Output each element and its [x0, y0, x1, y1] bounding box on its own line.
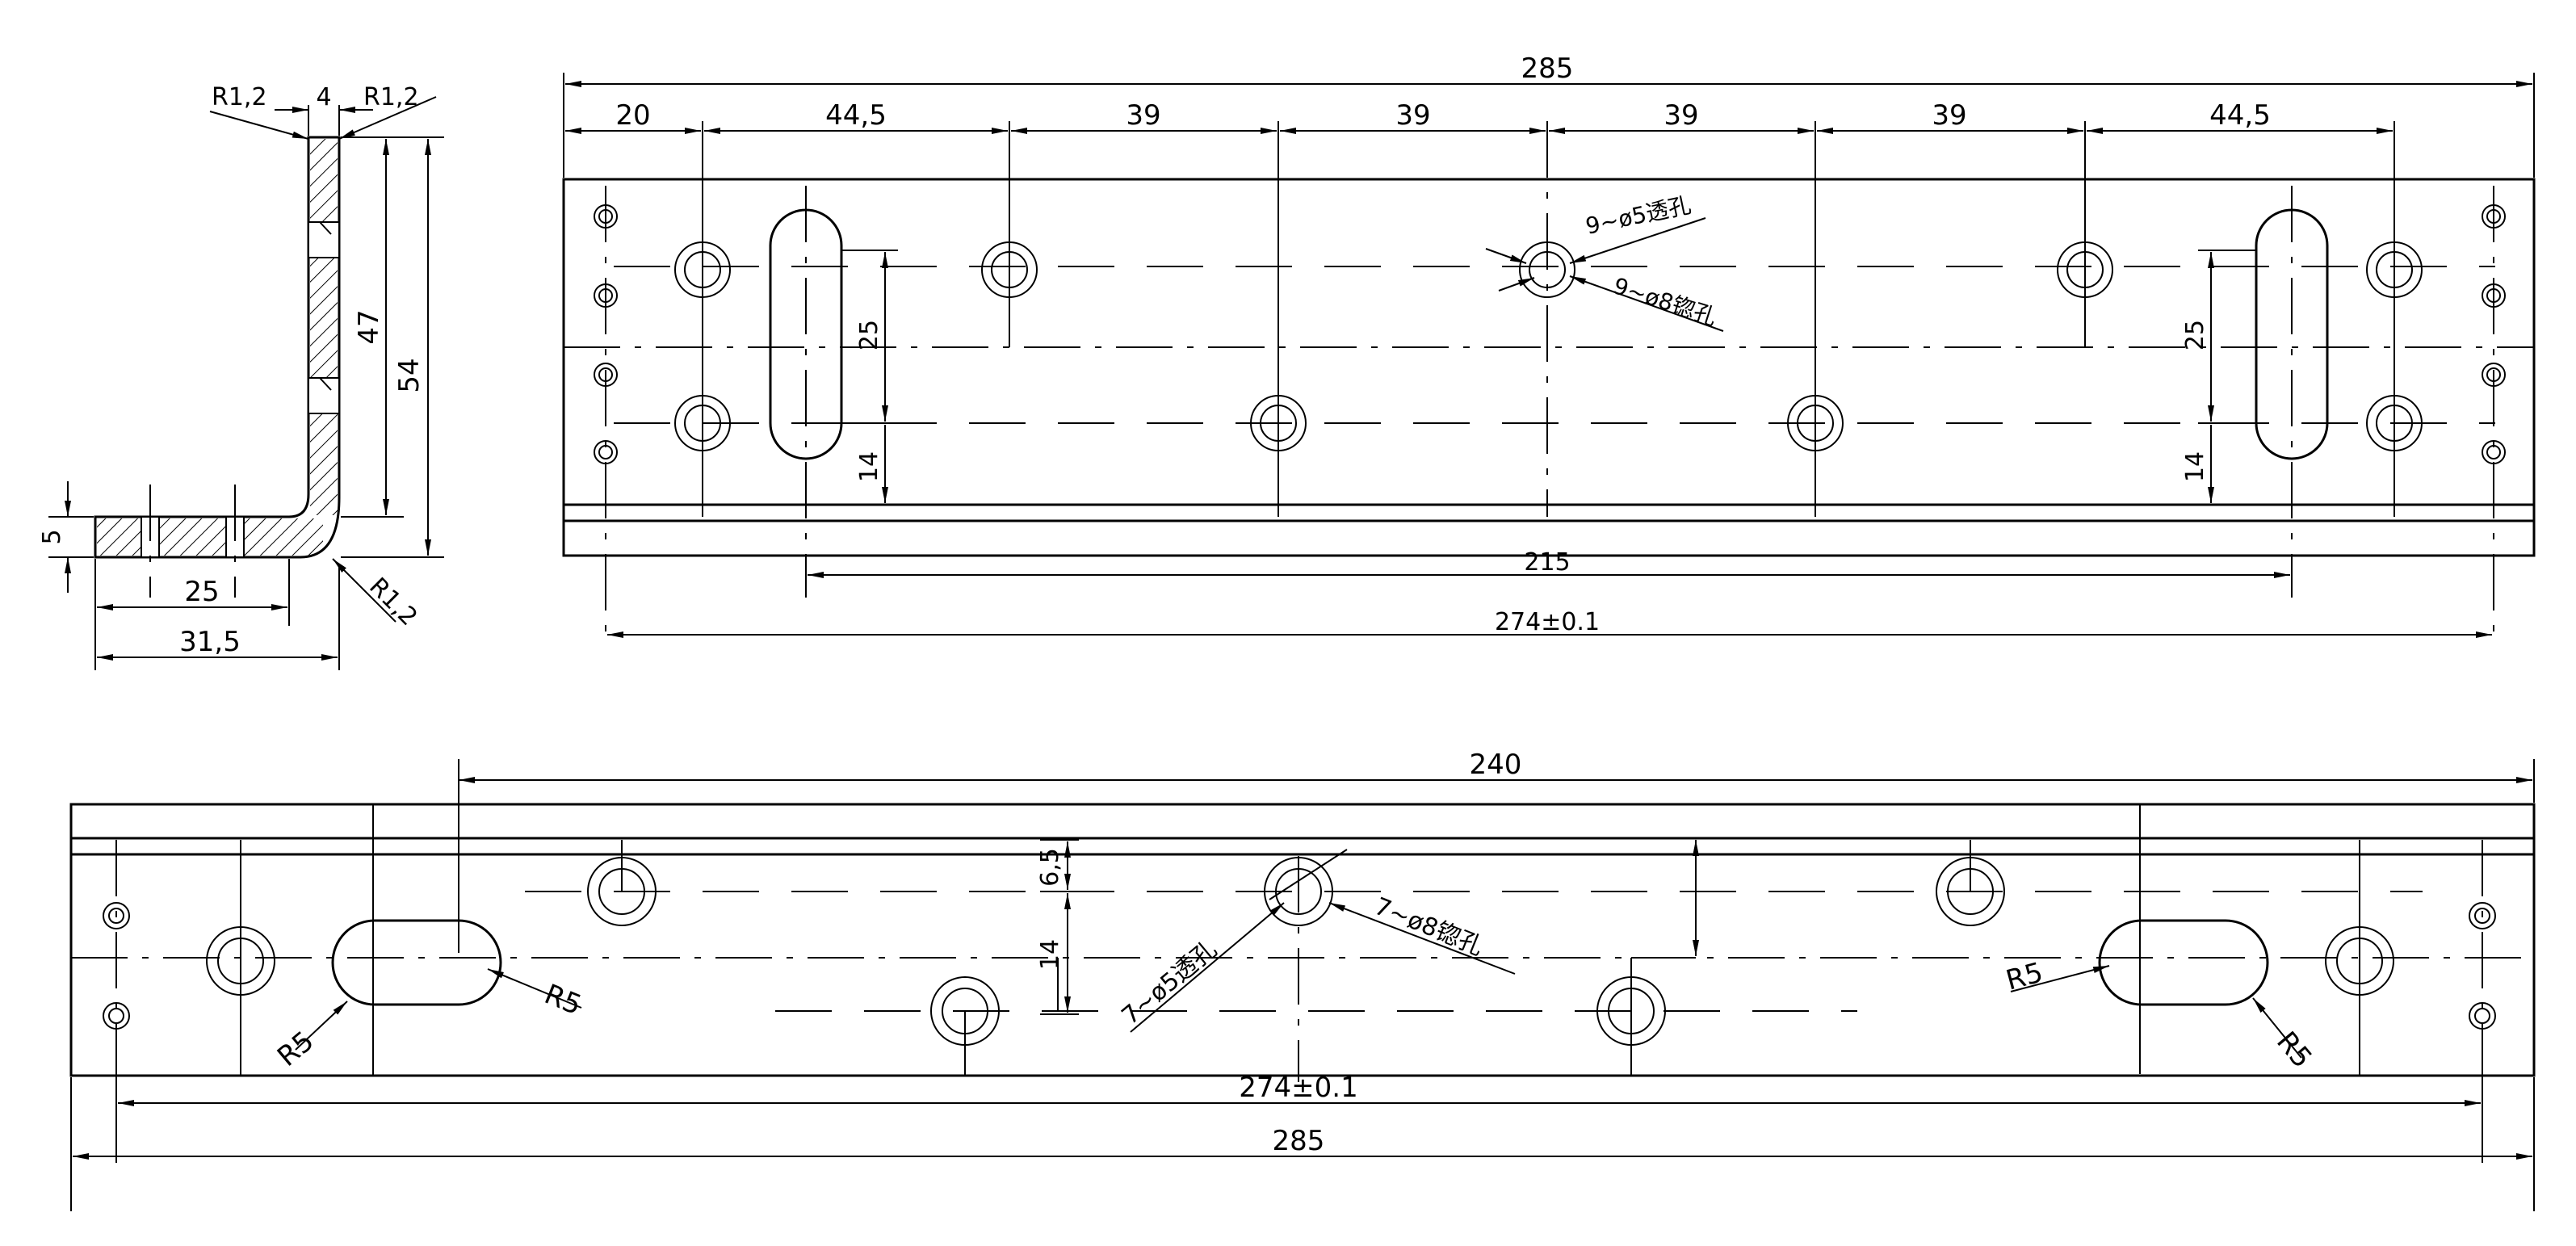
- through-hole-note-bottom: 7~ø5透孔: [1117, 935, 1223, 1030]
- counterbore-holes-bottom: [206, 857, 2394, 1046]
- dim-radius-top-right: R1,2: [363, 83, 419, 111]
- dim-radius-4: R5: [2270, 1026, 2318, 1074]
- slot-bottom-right: [2098, 919, 2269, 1006]
- dim-hole-span-bottom: 274±0.1: [1239, 1072, 1357, 1104]
- edge-holes-left: [594, 204, 618, 464]
- dim-hole-spacing-right: 25: [2181, 320, 2209, 350]
- edge-holes-bottom: [103, 902, 2496, 1030]
- dim-hole-spacing-left: 25: [855, 320, 883, 350]
- slot-right: [2255, 208, 2329, 460]
- slot-left: [769, 208, 843, 460]
- dim-segment-6: 39: [1932, 99, 1966, 132]
- slot-bottom-left: [331, 919, 502, 1006]
- bottom-plate-outline: [69, 803, 2536, 1077]
- bottom-view: 240 6,5 14 7~ø5透孔 7~ø8锪孔 R5 R5 R5 R5 274…: [69, 749, 2536, 1211]
- dim-segment-7: 44,5: [2209, 99, 2271, 132]
- dim-overall-top: 240: [1470, 749, 1522, 781]
- dim-radius-bottom: R1,2: [363, 573, 422, 631]
- side-view: 4 R1,2 R1,2 R1,2 47 54 5 25 31,5: [38, 83, 444, 670]
- dim-slot-span: 215: [1524, 548, 1570, 577]
- vertical-leg-hatch: [310, 139, 338, 515]
- dim-radius-2: R5: [540, 978, 586, 1022]
- dim-thickness: 4: [316, 83, 331, 111]
- dim-width-total: 31,5: [179, 626, 241, 658]
- edge-holes-right: [2482, 204, 2506, 464]
- dim-edge-offset-right: 14: [2181, 451, 2209, 482]
- dim-segment-1: 20: [615, 99, 650, 132]
- top-view: 285 20 44,5 39 39 39 39 44,5 9~ø5透孔 9~ø8…: [562, 52, 2536, 646]
- dim-height-inner: 47: [353, 309, 385, 344]
- dim-radius-top-left: R1,2: [212, 83, 267, 111]
- counterbore-holes-top: [674, 241, 2423, 451]
- dim-height-total: 54: [393, 358, 426, 392]
- vertical-leg-holes: [309, 221, 338, 414]
- dim-radius-1: R5: [271, 1025, 320, 1073]
- dim-hole-span-top: 274±0.1: [1495, 608, 1600, 636]
- dim-flange-thickness: 5: [38, 529, 66, 544]
- flange-hatch: [97, 518, 323, 556]
- top-plate-outline: [562, 178, 2536, 557]
- dim-offset-b: 14: [1036, 939, 1064, 970]
- counterbore-note-top: 9~ø8锪孔: [1610, 272, 1720, 330]
- dim-radius-3: R5: [2003, 956, 2046, 996]
- through-hole-note-top: 9~ø5透孔: [1584, 191, 1693, 240]
- dim-segment-4: 39: [1395, 99, 1430, 132]
- dim-segment-3: 39: [1126, 99, 1160, 132]
- dim-segment-5: 39: [1663, 99, 1698, 132]
- counterbore-note-bottom: 7~ø8锪孔: [1370, 892, 1487, 962]
- dim-offset-a: 6,5: [1036, 848, 1064, 887]
- dim-overall-length-bottom: 285: [1273, 1125, 1325, 1157]
- dim-edge-offset-left: 14: [855, 451, 883, 482]
- side-profile-outline: [94, 136, 341, 559]
- dim-overall-length: 285: [1521, 52, 1574, 85]
- dim-width-inner: 25: [184, 576, 219, 608]
- dim-segment-2: 44,5: [825, 99, 887, 132]
